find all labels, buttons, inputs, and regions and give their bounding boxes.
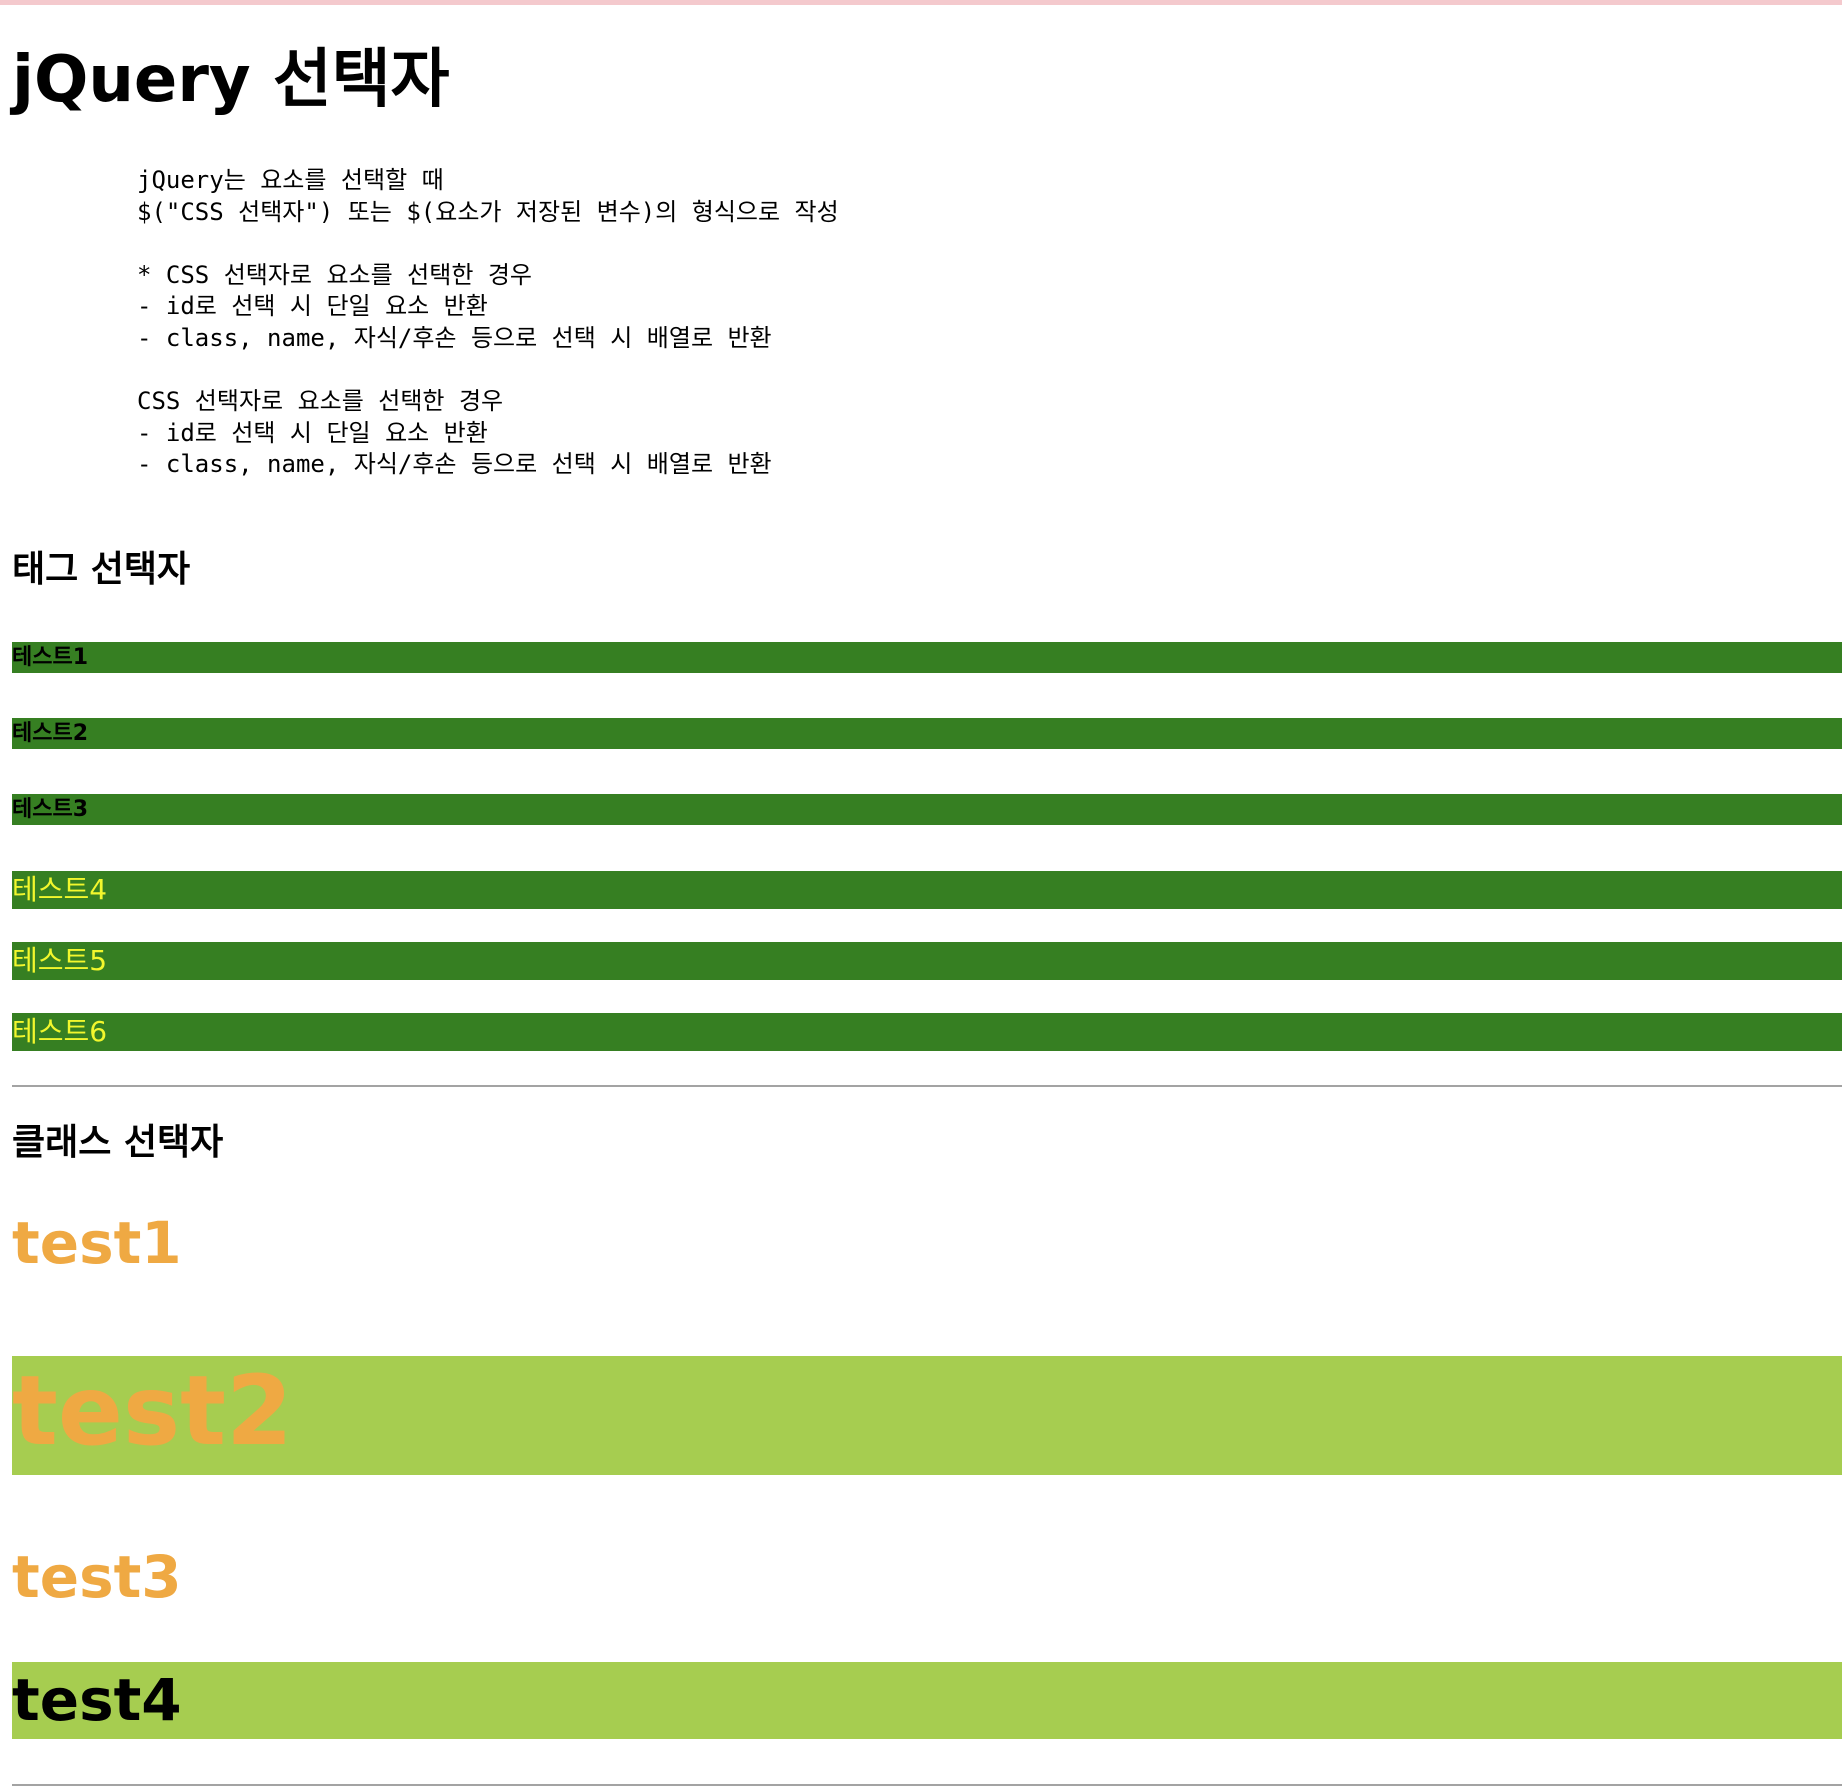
class-item: test1 [12,1209,182,1277]
code-line: CSS 선택자로 요소를 선택한 경우 [137,387,504,416]
tag-span-item: 테스트6 [12,1013,1842,1051]
tag-selector-heading: 태그 선택자 [12,549,191,590]
code-line: jQuery는 요소를 선택할 때 [137,166,444,194]
class-selector-heading: 클래스 선택자 [12,1122,224,1163]
code-line: - id로 선택 시 단일 요소 반환 [137,292,488,321]
class-item: test4 [12,1662,1842,1739]
tag-paragraph-item: 테스트2 [12,718,1842,749]
tag-span-item: 테스트4 [12,871,1842,909]
section-divider [12,1784,1842,1786]
description-code-block: jQuery는 요소를 선택할 때 $("CSS 선택자") 또는 $(요소가 저… [137,165,839,481]
page-title: jQuery 선택자 [12,43,450,117]
code-line: * CSS 선택자로 요소를 선택한 경우 [137,260,533,289]
code-line: - class, name, 자식/후손 등으로 선택 시 배열로 반환 [137,323,772,352]
code-line: $("CSS 선택자") 또는 $(요소가 저장된 변수)의 형식으로 작성 [137,197,839,226]
code-line: - class, name, 자식/후손 등으로 선택 시 배열로 반환 [137,450,772,479]
tag-span-item: 테스트5 [12,942,1842,980]
class-item: test2 [12,1356,1842,1475]
class-item: test3 [12,1543,182,1611]
code-line [137,355,839,387]
tag-paragraph-item: 테스트1 [12,642,1842,673]
section-divider [12,1085,1842,1087]
tag-paragraph-item: 테스트3 [12,794,1842,825]
code-line [137,228,839,260]
top-border [0,0,1842,5]
code-line: - id로 선택 시 단일 요소 반환 [137,418,488,447]
